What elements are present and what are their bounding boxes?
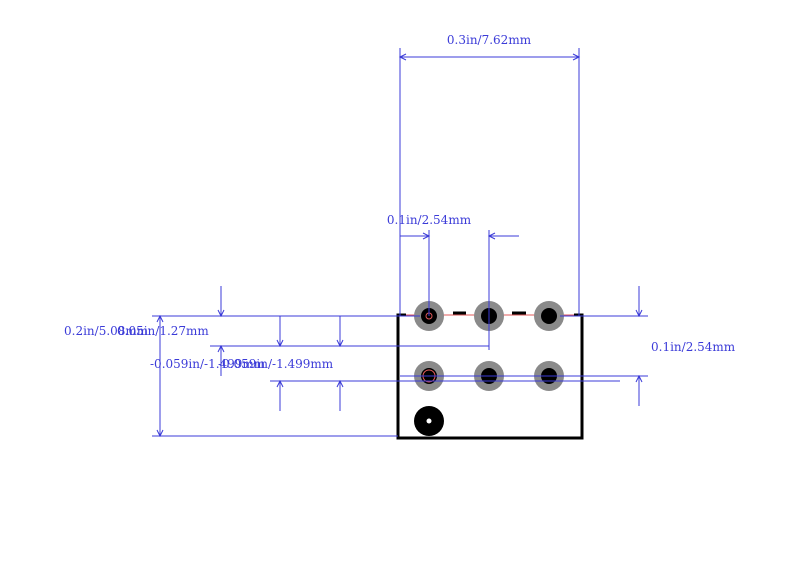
left-offset-label-3: -0.059in/-1.499mm <box>218 357 334 371</box>
dimension-left-height: 0.2in/5.08mm <box>64 314 420 438</box>
pad <box>534 301 564 331</box>
pad-hole <box>541 308 557 324</box>
dimension-pitch-y: 0.1in/2.54mm <box>560 286 736 406</box>
left-offset-label-2: -0.059in/-1.499mm <box>150 357 266 371</box>
left-height-label: 0.2in/5.08mm <box>64 324 149 338</box>
dimension-left-offset: 0.05in/1.27mm -0.059in/-1.499mm -0.059in… <box>117 286 620 411</box>
outline-left-edge <box>396 313 584 440</box>
top-width-label: 0.3in/7.62mm <box>447 33 532 47</box>
pitch-x-label: 0.1in/2.54mm <box>387 213 472 227</box>
pad-grid <box>414 301 564 391</box>
pitch-y-label: 0.1in/2.54mm <box>651 340 736 354</box>
dimension-pitch-x: 0.1in/2.54mm <box>387 213 519 350</box>
orientation-marker <box>414 406 444 436</box>
left-offset-label-1: 0.05in/1.27mm <box>117 324 209 338</box>
marker-center <box>426 418 432 424</box>
